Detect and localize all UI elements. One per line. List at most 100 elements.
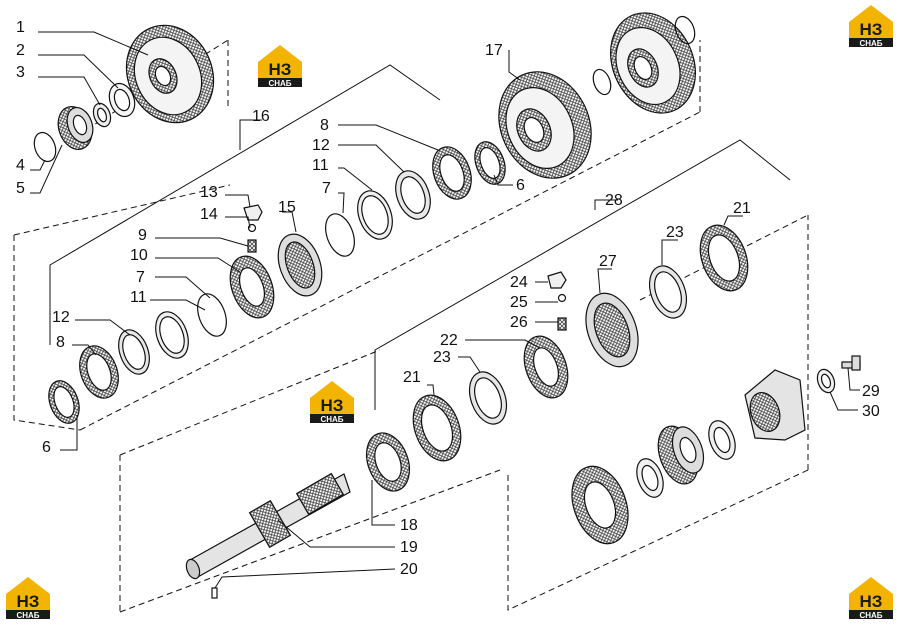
callout-11b: 11 [312,157,329,174]
callout-11: 11 [130,289,147,306]
washer-30 [816,368,836,394]
bearing-output [657,425,705,485]
logo-main-text: НЗ [860,592,883,611]
gear-top-right [610,12,696,114]
logo-sub-text: СНАБ [859,39,882,48]
callout-10: 10 [130,247,148,264]
logo-sub-text: СНАБ [16,611,39,620]
callout-15: 15 [278,199,296,216]
callout-17: 17 [485,42,503,59]
group-16-leader [239,119,262,150]
key-24 [547,271,567,289]
hub-22 [523,335,569,399]
ring-6-lower [48,380,80,424]
callout-22: 22 [440,332,458,349]
callout-2: 2 [16,42,25,59]
pin-20 [211,587,218,599]
group-28-leader [594,199,618,210]
callout-19: 19 [400,539,418,556]
ball-14 [247,223,257,233]
flange-yoke [744,369,806,441]
callout-9: 9 [138,227,147,244]
callout-23: 23 [666,224,684,241]
gear-output [571,465,629,545]
ring-output-b [636,458,664,498]
callout-12: 12 [52,309,70,326]
callout-8b: 8 [320,117,329,134]
ring-11-upper [357,190,393,240]
ring-output-a [708,420,736,460]
callout-16: 16 [252,108,270,125]
callout-7b: 7 [322,180,331,197]
callout-14: 14 [200,206,218,223]
snap-ring-4 [33,131,57,163]
logo-sub-text: СНАБ [268,79,291,88]
sleeve-15 [277,233,323,297]
bolt-29 [841,355,861,371]
callout-21: 21 [733,200,751,217]
sleeve-27 [585,292,639,368]
cone-12-upper [395,170,431,220]
bearing-5 [57,106,94,150]
callout-25: 25 [510,294,528,311]
callout-21b: 21 [403,369,421,386]
leaders [30,31,860,589]
group-16-bracket [49,64,441,345]
key-13 [243,204,263,221]
ring-7-lower [197,293,227,337]
snap-ring-mid [592,68,612,96]
callout-5: 5 [16,180,25,197]
callout-labels: 1 2 3 4 5 6 8 12 7 11 10 9 14 13 16 15 7… [16,19,880,578]
ring-3 [92,102,112,128]
callout-13: 13 [200,184,218,201]
spring-26 [557,317,567,331]
spring-9 [247,239,257,253]
cone-23-top [648,265,688,319]
gear-17 [498,71,592,179]
logo-main-text: НЗ [860,20,883,39]
callout-1: 1 [16,19,25,36]
group-28-bracket [374,139,791,410]
callout-27: 27 [599,253,617,270]
cone-12-lower [118,329,150,375]
ring-7-upper [325,213,355,257]
gear-1 [125,24,215,124]
ring-11-lower [155,311,189,359]
shaft-19 [185,472,351,580]
cone-23-lower [468,371,508,425]
logo-sub-text: СНАБ [320,415,343,424]
gear-21-lower [412,394,462,462]
callout-6: 6 [42,439,51,456]
callout-20: 20 [400,561,418,578]
callout-8: 8 [56,334,65,351]
washer-2 [108,82,136,118]
callout-18: 18 [400,517,418,534]
callout-4: 4 [16,157,25,174]
callout-28: 28 [605,192,623,209]
callout-23b: 23 [433,349,451,366]
snap-ring-top [674,15,696,45]
gear-21-top [699,224,749,292]
logo-main-text: НЗ [321,396,344,415]
callout-6b: 6 [516,177,525,194]
callout-12b: 12 [312,137,330,154]
ring-6-upper [474,141,506,185]
hub-10 [229,255,275,319]
synchro-ring-8-upper [432,146,472,200]
logo-main-text: НЗ [269,60,292,79]
logo-main-text: НЗ [17,592,40,611]
callout-3: 3 [16,64,25,81]
logo-sub-text: СНАБ [859,611,882,620]
callout-7: 7 [136,269,145,286]
callout-24: 24 [510,274,528,291]
gear-18 [365,432,411,492]
